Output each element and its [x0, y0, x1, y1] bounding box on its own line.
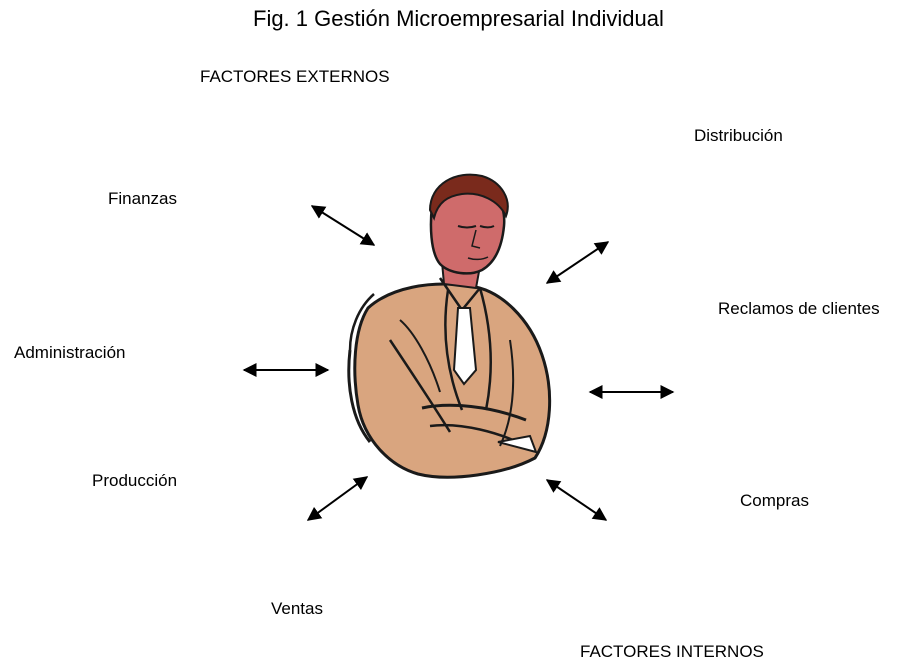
arrow-produccion: [308, 477, 367, 520]
arrow-compras: [547, 480, 606, 520]
businessman-icon: [330, 170, 570, 480]
